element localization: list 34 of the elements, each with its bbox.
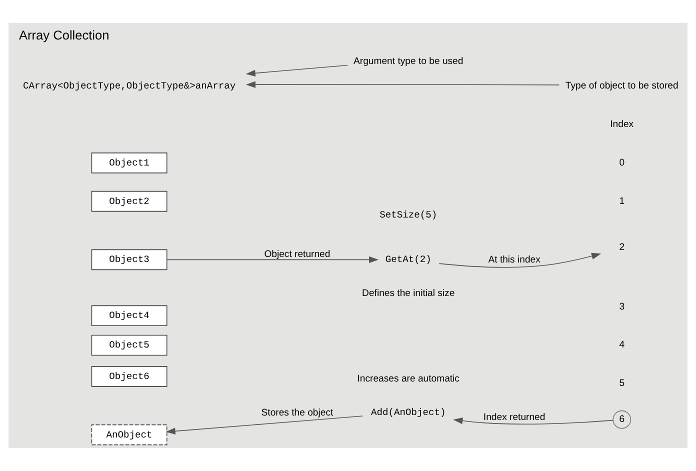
node-box: Object6 <box>91 366 168 387</box>
node-box: Object2 <box>91 190 168 212</box>
arrow <box>246 64 348 77</box>
arrow <box>166 416 364 435</box>
label: 4 <box>619 340 625 351</box>
node-text: Argument type to be used <box>354 56 464 67</box>
label: Index <box>610 119 634 130</box>
edge-label: Index returned <box>483 412 546 424</box>
node-box: Object4 <box>91 305 168 326</box>
node-box: Object3 <box>91 249 168 270</box>
node-box: AnObject <box>91 424 168 446</box>
label: Increases are automatic <box>357 373 460 384</box>
node-text: Type of object to be stored <box>565 80 678 92</box>
label: 0 <box>619 157 625 168</box>
node-box: Object5 <box>91 334 168 356</box>
label: 3 <box>619 301 625 312</box>
arrow <box>166 256 379 264</box>
arrow <box>453 417 614 424</box>
node-circle: 6 <box>612 410 632 429</box>
label: 1 <box>619 196 625 207</box>
label: SetSize(5) <box>380 209 438 220</box>
edge-label: Stores the object <box>261 407 334 418</box>
node-text: GetAt(2) <box>385 254 432 266</box>
node-text: CArray<ObjectType,ObjectType&>anArray <box>22 80 236 92</box>
diagram-title: Array Collection <box>19 28 110 43</box>
edge-label: At this index <box>488 254 540 266</box>
node-text: Add(AnObject) <box>371 406 446 418</box>
arrow <box>438 252 602 268</box>
node-box: Object1 <box>91 152 168 174</box>
label: Defines the initial size <box>362 288 455 299</box>
edge-label: Object returned <box>264 248 330 260</box>
label: 5 <box>619 378 625 390</box>
arrow <box>246 81 560 88</box>
node-text: 2 <box>619 242 625 254</box>
